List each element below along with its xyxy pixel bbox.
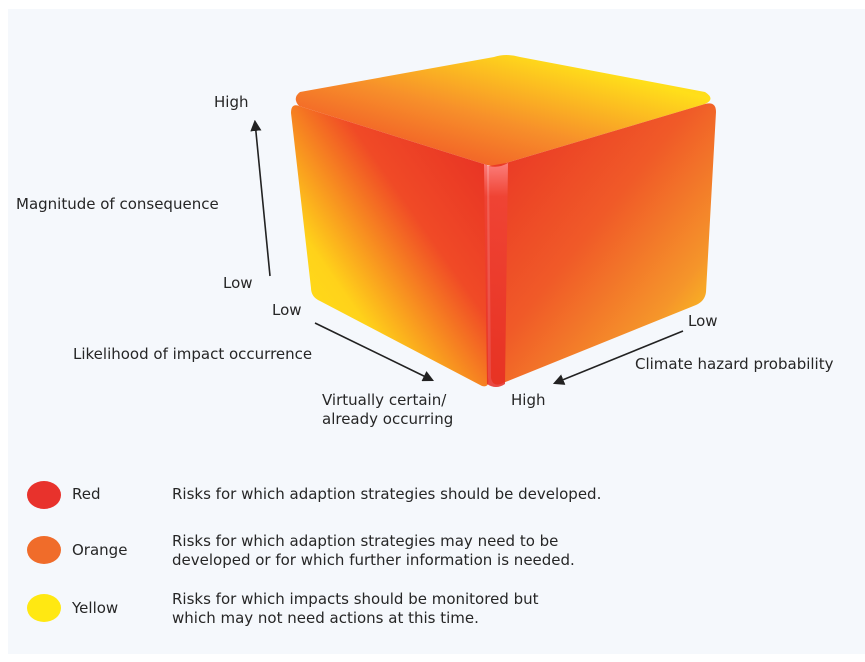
legend-desc-red-line1: Risks for which adaption strategies shou…: [172, 485, 602, 503]
legend-item-orange: Orange Risks for which adaption strategi…: [0, 532, 865, 572]
likelihood-arrow: [314, 322, 435, 382]
magnitude-arrow: [250, 119, 271, 277]
legend-desc-orange-line1: Risks for which adaption strategies may …: [172, 532, 559, 550]
magnitude-low-label: Low: [223, 274, 253, 292]
climate-arrow: [552, 330, 684, 385]
legend-item-yellow: Yellow Risks for which impacts should be…: [0, 590, 865, 630]
orange-dot-icon: [27, 536, 61, 564]
legend-name-yellow: Yellow: [72, 599, 119, 617]
magnitude-axis-title: Magnitude of consequence: [16, 195, 219, 213]
cube-front-edge: [484, 163, 508, 387]
likelihood-high-label: Virtually certain/ already occurring: [322, 391, 453, 429]
climate-low-label: Low: [688, 312, 718, 330]
legend-desc-red: Risks for which adaption strategies shou…: [172, 485, 692, 504]
likelihood-axis-title: Likelihood of impact occurrence: [73, 345, 313, 363]
magnitude-high-label: High: [214, 93, 249, 111]
cube-left-face: [291, 105, 489, 387]
cube-right-face: [489, 103, 716, 385]
likelihood-high-line1: Virtually certain/: [322, 391, 447, 409]
legend-name-orange: Orange: [72, 541, 128, 559]
likelihood-high-line2: already occurring: [322, 410, 454, 428]
cube-top-face: [295, 55, 711, 167]
climate-axis-title: Climate hazard probability: [635, 355, 834, 373]
red-dot-icon: [27, 481, 61, 509]
climate-high-label: High: [511, 391, 546, 409]
likelihood-low-label: Low: [272, 301, 302, 319]
legend-desc-orange: Risks for which adaption strategies may …: [172, 532, 692, 570]
legend-desc-yellow-line1: Risks for which impacts should be monito…: [172, 590, 539, 608]
legend-name-red: Red: [72, 485, 101, 503]
legend-desc-yellow-line2: which may not need actions at this time.: [172, 609, 479, 627]
legend-desc-orange-line2: developed or for which further informati…: [172, 551, 575, 569]
legend-item-red: Red Risks for which adaption strategies …: [0, 479, 865, 519]
yellow-dot-icon: [27, 594, 61, 622]
legend-desc-yellow: Risks for which impacts should be monito…: [172, 590, 692, 628]
